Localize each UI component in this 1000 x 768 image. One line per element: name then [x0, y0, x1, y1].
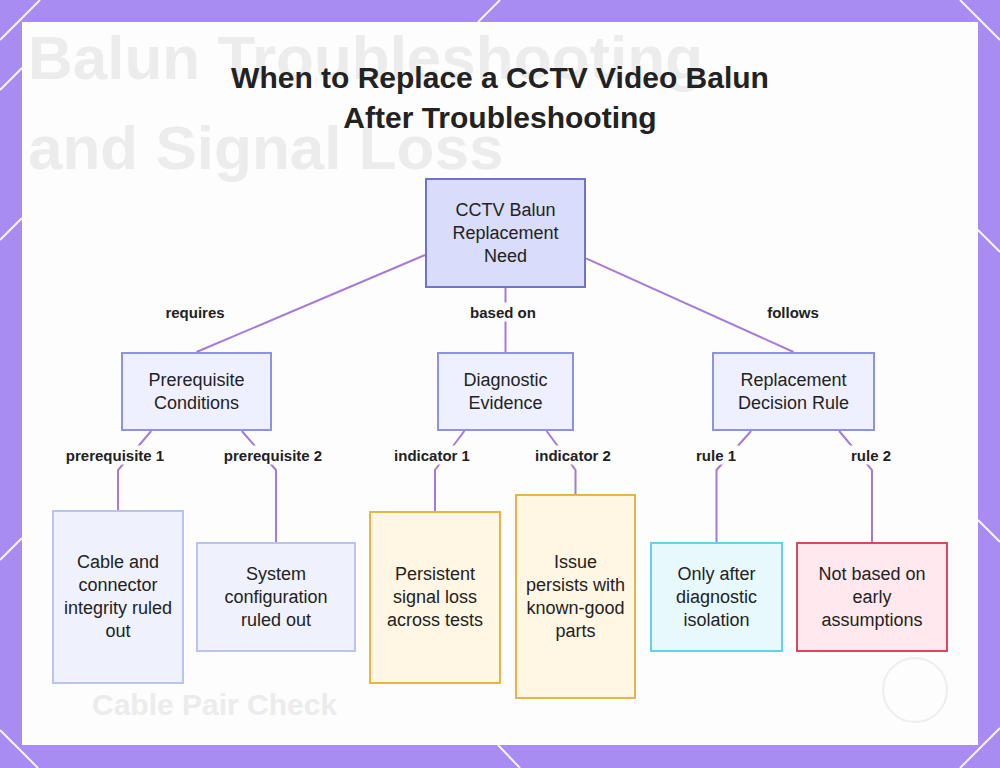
node-text: Cable and connector integrity ruled out	[62, 551, 174, 643]
connector-line	[586, 258, 794, 352]
indicator-box: Persistent signal loss across tests	[369, 511, 501, 684]
node-text: CCTV Balun Replacement Need	[435, 199, 576, 268]
node-text: Only after diagnostic isolation	[660, 563, 773, 632]
edge-label: requires	[162, 303, 227, 322]
node-text: Prerequisite Conditions	[131, 369, 262, 415]
watermark-text: Cable Pair Check	[92, 688, 337, 722]
edge-label: indicator 2	[532, 446, 614, 465]
node-text: Not based on early assumptions	[806, 563, 938, 632]
rule-box: Not based on early assumptions	[796, 542, 948, 652]
prerequisite-box: System configuration ruled out	[196, 542, 356, 652]
edge-label: based on	[467, 303, 539, 322]
node-text: Persistent signal loss across tests	[379, 563, 491, 632]
node-text: Replacement Decision Rule	[722, 369, 865, 415]
category-box: Prerequisite Conditions	[121, 352, 272, 431]
edge-label: rule 2	[848, 446, 894, 465]
edge-label: prerequisite 1	[63, 446, 167, 465]
edge-label: rule 1	[693, 446, 739, 465]
node-text: Issue persists with known-good parts	[525, 551, 626, 643]
edge-label: prerequisite 2	[221, 446, 325, 465]
category-box: Replacement Decision Rule	[712, 352, 875, 431]
rule-box: Only after diagnostic isolation	[650, 542, 783, 652]
indicator-box: Issue persists with known-good parts	[515, 494, 636, 699]
connector-line	[118, 431, 151, 510]
edge-label: indicator 1	[391, 446, 473, 465]
node-text: Diagnostic Evidence	[447, 369, 564, 415]
connector-line	[435, 431, 464, 511]
node-text: System configuration ruled out	[206, 563, 346, 632]
prerequisite-box: Cable and connector integrity ruled out	[52, 510, 184, 684]
category-box: Diagnostic Evidence	[437, 352, 574, 431]
logo-circle	[883, 658, 947, 722]
diagram-title: When to Replace a CCTV Video Balun After…	[195, 58, 805, 138]
connector-line	[197, 255, 426, 352]
edge-label: follows	[764, 303, 822, 322]
root-box: CCTV Balun Replacement Need	[425, 178, 586, 288]
